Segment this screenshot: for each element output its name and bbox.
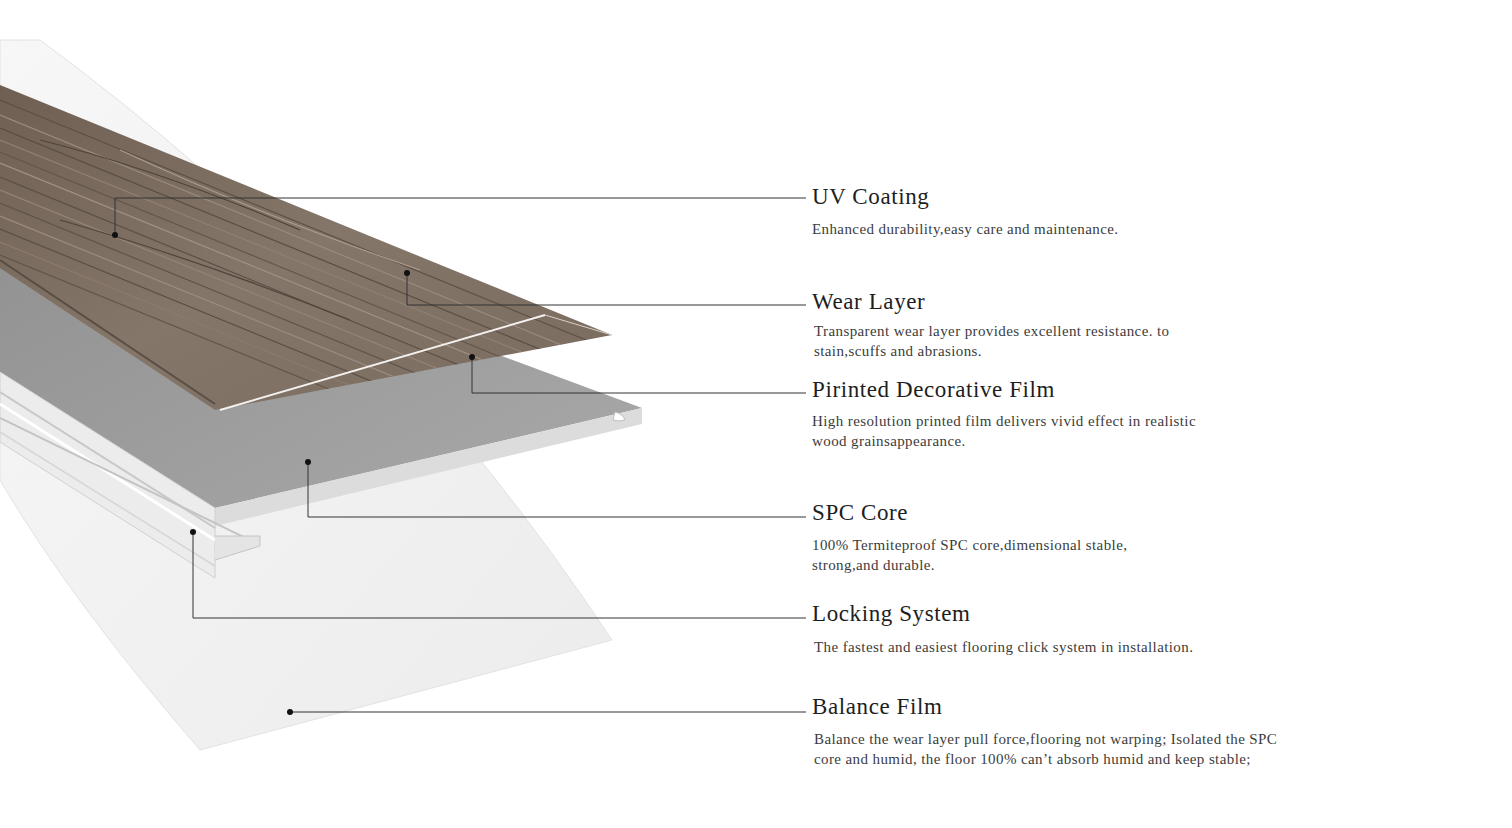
layer-description: The fastest and easiest flooring click s… [814, 637, 1193, 657]
layer-name: Pirinted Decorative Film [812, 376, 1055, 404]
wood-edge [0, 260, 215, 404]
locking-groove [0, 404, 215, 540]
wear-layer-edge [220, 315, 545, 410]
layer-description: Balance the wear layer pull force,floori… [814, 729, 1280, 769]
leader-dots [112, 232, 475, 715]
layer-name: Locking System [812, 600, 971, 628]
wood-decor-layer [0, 85, 612, 410]
wear-layer-edge [545, 315, 612, 335]
locking-tongue [215, 536, 260, 560]
layer-name: Wear Layer [812, 288, 925, 316]
layer-description: 100% Termiteproof SPC core,dimensional s… [812, 535, 1190, 575]
spc-core-profile [613, 412, 625, 421]
layer-name: SPC Core [812, 499, 908, 527]
layer-name: Balance Film [812, 693, 942, 721]
layer-description: Transparent wear layer provides excellen… [814, 321, 1219, 361]
layer-name: UV Coating [812, 183, 929, 211]
layer-description: High resolution printed film delivers vi… [812, 411, 1204, 451]
locking-groove [0, 418, 258, 544]
layer-description: Enhanced durability,easy care and mainte… [812, 219, 1118, 239]
spc-core-end [215, 408, 642, 526]
locking-profile-side [0, 372, 215, 578]
locking-groove [0, 432, 215, 566]
wood-grain [0, 100, 620, 508]
leader-lines [115, 198, 806, 712]
